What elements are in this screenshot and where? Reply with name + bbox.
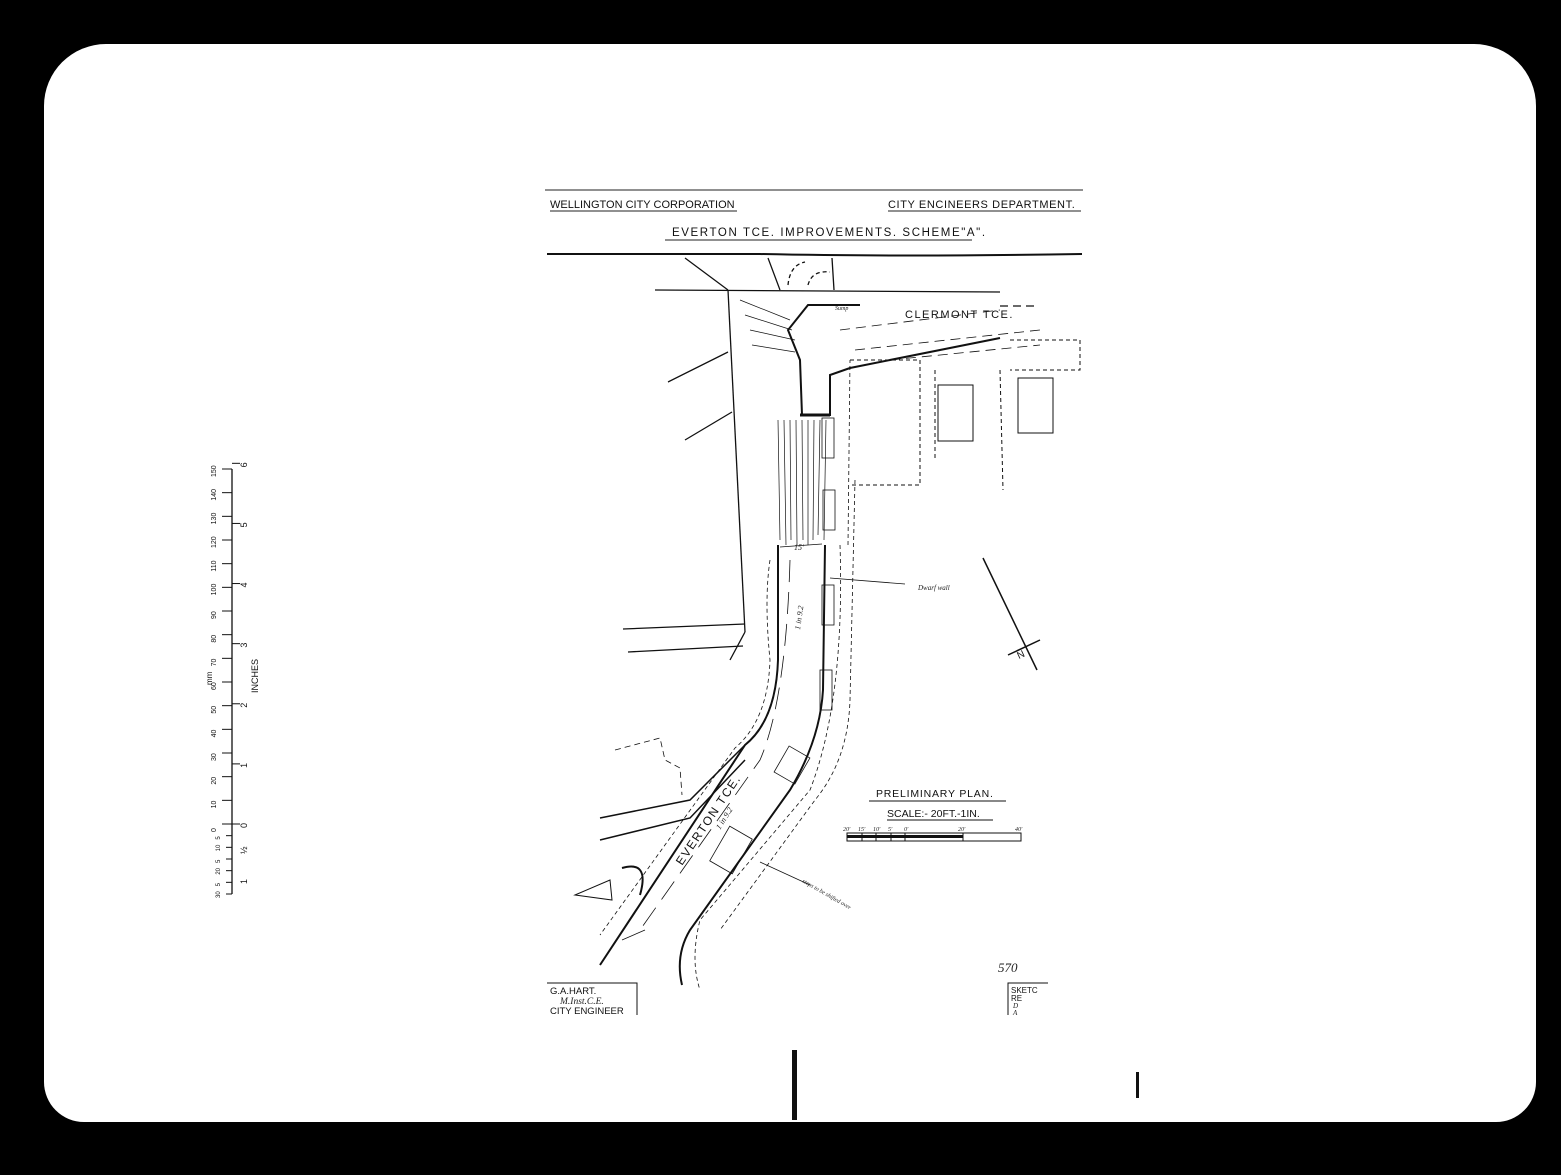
inch-tick-label: 4 bbox=[239, 583, 249, 588]
drawing-sheet bbox=[44, 44, 1536, 1122]
inch-tick-label: 2 bbox=[239, 703, 249, 708]
corner-block: SKETC RE D A bbox=[1007, 982, 1048, 1017]
mm-tick-label: 100 bbox=[211, 584, 218, 596]
north-arrow-label: N bbox=[1016, 649, 1027, 662]
mm-tick-label: 20 bbox=[216, 867, 222, 874]
scale-text: SCALE:- 20FT.-1IN. bbox=[887, 808, 980, 820]
scale-tick: 5' bbox=[888, 827, 893, 833]
measurement-ruler: 1501401301201101009080706050403020100510… bbox=[205, 462, 260, 898]
film-mark bbox=[792, 1050, 797, 1120]
engineer-role: CITY ENGINEER bbox=[550, 1006, 624, 1017]
sump-note: Sump bbox=[835, 306, 848, 312]
scale-tick: 20' bbox=[843, 827, 851, 833]
film-mark bbox=[1136, 1072, 1139, 1098]
mm-tick-label: 5 bbox=[216, 859, 222, 863]
mm-tick-label: 20 bbox=[211, 777, 218, 785]
mm-tick-label: 110 bbox=[211, 560, 218, 571]
mm-tick-label: 130 bbox=[211, 513, 218, 525]
mm-tick-label: 60 bbox=[211, 682, 218, 690]
plan-title: PRELIMINARY PLAN. bbox=[876, 788, 994, 800]
street-label-clermont: CLERMONT TCE. bbox=[905, 309, 1014, 321]
inch-tick-label: 5 bbox=[239, 522, 249, 527]
scale-bar: 20' 15' 10' 5' 0' 20' 40' bbox=[843, 826, 1023, 842]
mm-tick-label: 30 bbox=[216, 891, 222, 898]
engineer-name: G.A.HART. bbox=[550, 986, 596, 997]
inch-tick-label: 6 bbox=[239, 462, 249, 467]
scale-tick: 20' bbox=[958, 827, 966, 833]
inch-tick-label: 0 bbox=[239, 823, 249, 828]
mm-tick-label: 10 bbox=[211, 800, 218, 808]
inch-tick-label: ½ bbox=[239, 846, 249, 854]
site-plan bbox=[573, 257, 1081, 991]
mm-tick-label: 40 bbox=[211, 729, 218, 737]
scale-tick: 15' bbox=[858, 827, 866, 833]
corner-text: D bbox=[1012, 1002, 1018, 1010]
mm-tick-label: 80 bbox=[211, 635, 218, 643]
corner-text: SKETC bbox=[1011, 986, 1038, 995]
scale-tick: 10' bbox=[873, 827, 881, 833]
mm-unit-label: mm bbox=[205, 671, 214, 685]
gradient-label: 1 in 9.2 bbox=[793, 605, 805, 630]
department-name: CITY ENCINEERS DEPARTMENT. bbox=[888, 199, 1075, 211]
mm-tick-label: 0 bbox=[211, 828, 218, 832]
mm-tick-label: 5 bbox=[216, 882, 222, 886]
steps-note: steps to be shifted over bbox=[801, 878, 853, 912]
plan-labels: CLERMONT TCE. EVERTON TCE. 15' 1 in 9.2 … bbox=[673, 306, 1027, 975]
mm-tick-label: 30 bbox=[211, 753, 218, 761]
mm-tick-label: 10 bbox=[216, 844, 222, 851]
mm-tick-label: 120 bbox=[211, 536, 218, 548]
sheet-number-handwritten: 570 bbox=[998, 960, 1018, 975]
mm-tick-label: 90 bbox=[211, 611, 218, 619]
inches-unit-label: INCHES bbox=[250, 659, 260, 693]
mm-tick-label: 5 bbox=[216, 836, 222, 840]
mm-tick-label: 70 bbox=[211, 658, 218, 666]
mm-tick-label: 50 bbox=[211, 706, 218, 714]
corner-text: A bbox=[1012, 1009, 1018, 1017]
scale-tick: 0' bbox=[904, 827, 909, 833]
scale-tick: 40' bbox=[1015, 826, 1023, 833]
engineer-credentials: M.Inst.C.E. bbox=[559, 997, 604, 1007]
signature-block: G.A.HART. M.Inst.C.E. CITY ENGINEER bbox=[547, 982, 638, 1017]
dwarf-wall-note: Dwarf wall bbox=[917, 584, 950, 592]
mm-tick-label: 150 bbox=[211, 465, 218, 477]
inch-tick-label: 1 bbox=[239, 879, 249, 884]
organization-name: WELLINGTON CITY CORPORATION bbox=[550, 199, 735, 211]
title-block: WELLINGTON CITY CORPORATION CITY ENCINEE… bbox=[545, 189, 1083, 257]
width-dimension: 15' bbox=[794, 543, 804, 552]
corner-text: RE bbox=[1011, 994, 1022, 1003]
inch-tick-label: 1 bbox=[239, 763, 249, 768]
mm-tick-label: 140 bbox=[211, 489, 218, 501]
inch-tick-label: 3 bbox=[239, 643, 249, 648]
project-title: EVERTON TCE. IMPROVEMENTS. SCHEME"A". bbox=[672, 227, 987, 239]
